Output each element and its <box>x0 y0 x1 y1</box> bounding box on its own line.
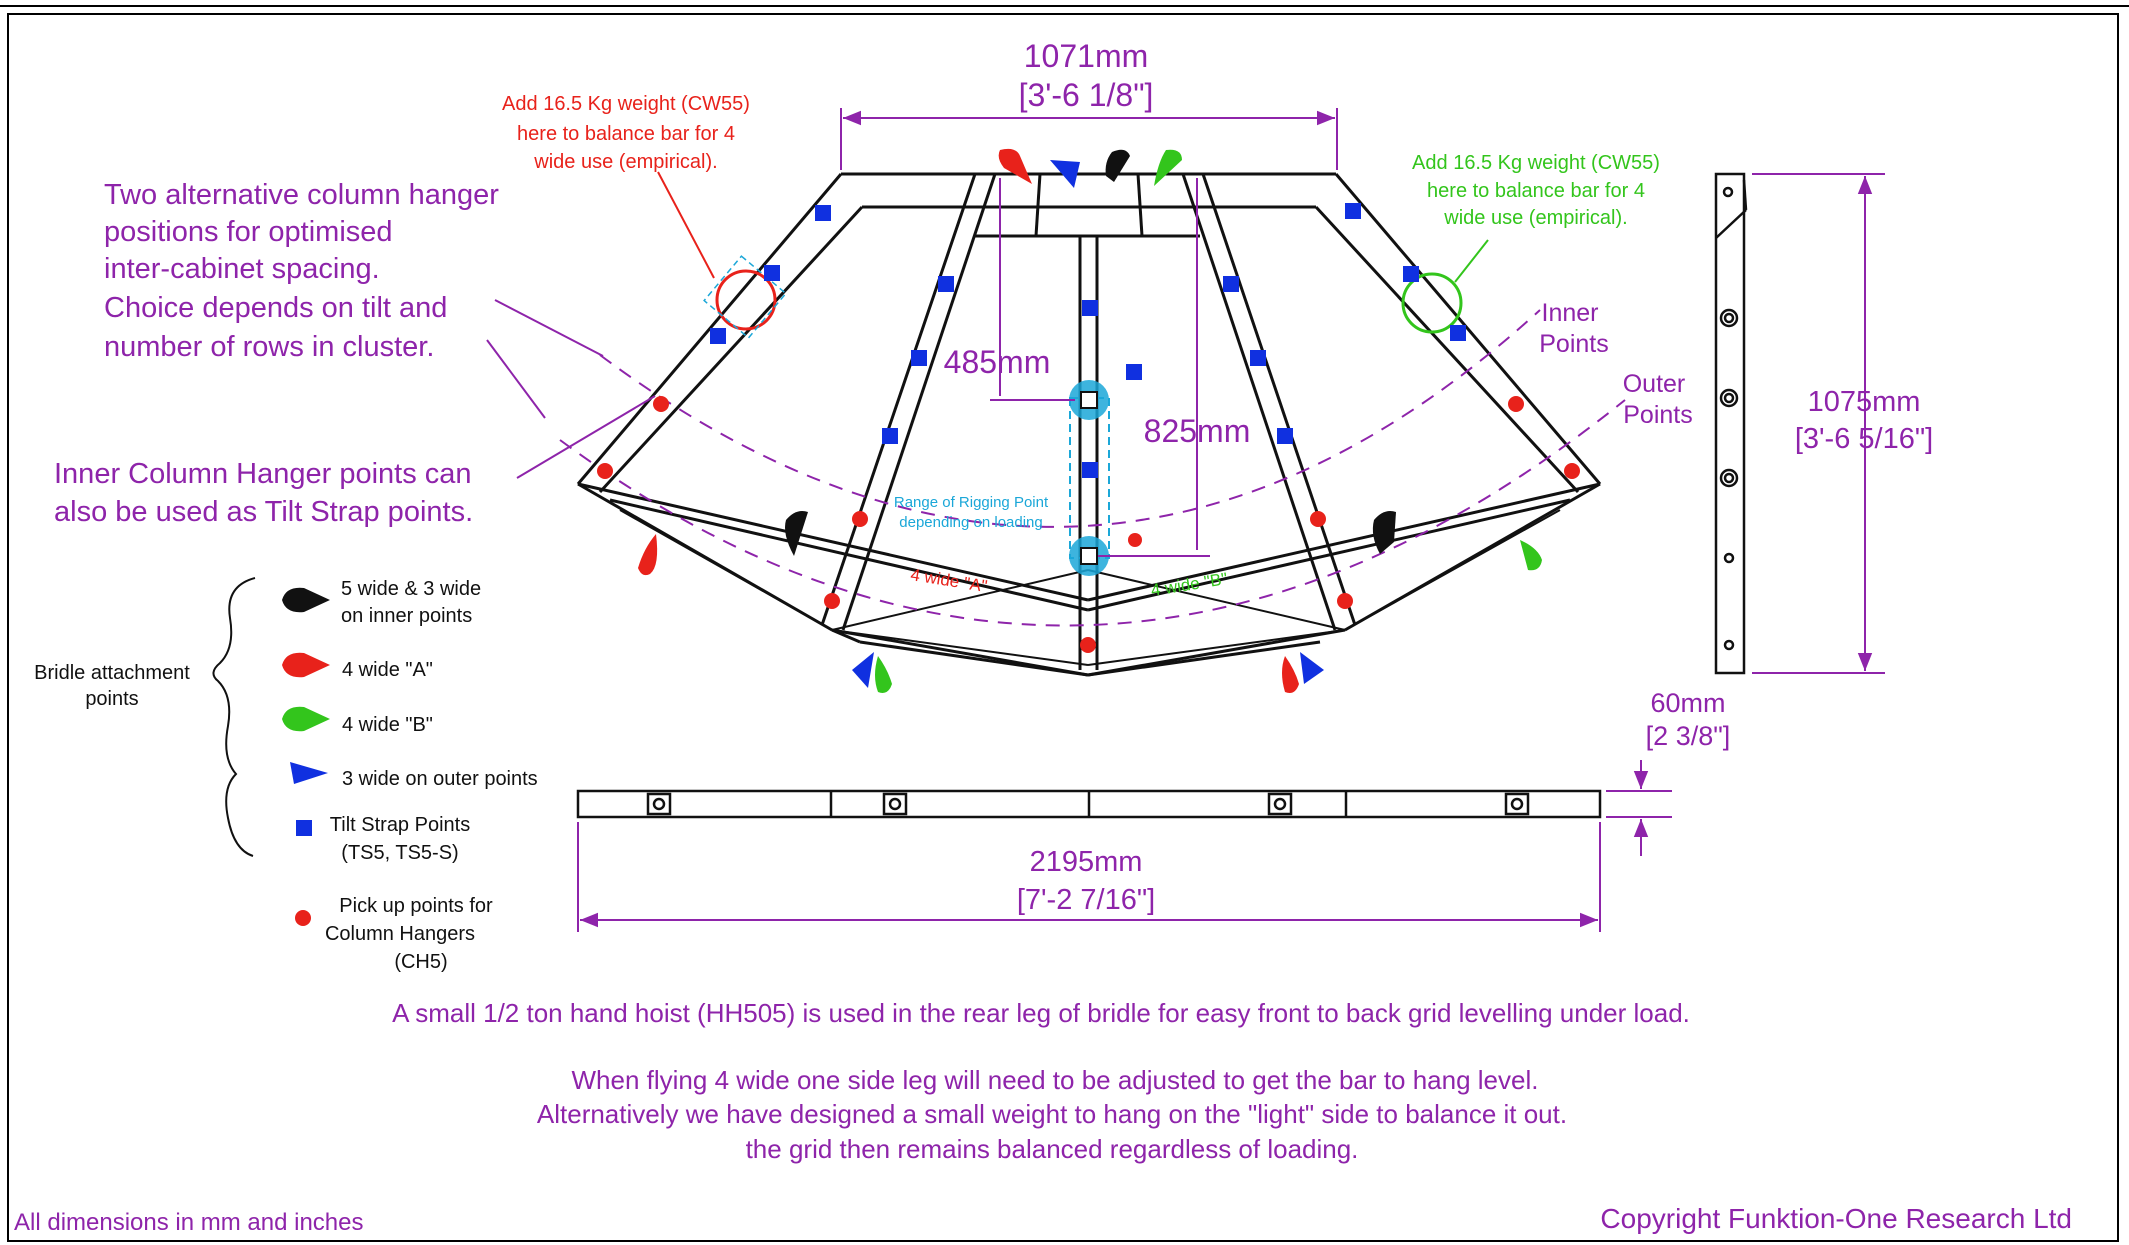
thickness-dim-label: 60mm <box>1650 688 1725 718</box>
leg-b-label: 4 wide "B" <box>1149 569 1228 600</box>
width-dim-label: 1071mm <box>1024 38 1149 74</box>
units-note: All dimensions in mm and inches <box>14 1209 364 1236</box>
alt-hanger-box <box>703 255 787 339</box>
outer-points-label-1: Outer <box>1623 370 1686 398</box>
inner-hanger-note-2: also be used as Tilt Strap points. <box>54 496 473 528</box>
width-dim-inches: [3'-6 1/8"] <box>1019 77 1154 113</box>
side-view-bar <box>1714 172 1748 675</box>
legend-green-marker-icon <box>282 706 330 732</box>
copyright-note: Copyright Funktion-One Research Ltd <box>1600 1203 2072 1234</box>
dimension-lines <box>577 108 1885 932</box>
legend-item-4: 3 wide on outer points <box>342 768 538 790</box>
rigging-range-note-1: Range of Rigging Point <box>894 494 1049 511</box>
red-weight-circle <box>715 269 777 331</box>
legend-tilt-strap-icon <box>296 820 312 836</box>
bottom-view-bar <box>576 789 1602 819</box>
pickup-points <box>597 396 1580 653</box>
flying-note-1: When flying 4 wide one side leg will nee… <box>572 1065 1539 1095</box>
legend-red-marker-icon <box>282 652 330 678</box>
legend-item-6-line-1: Pick up points for <box>339 895 493 917</box>
column-hanger-note-4: Choice depends on tilt and <box>104 292 447 324</box>
green-weight-note-3: wide use (empirical). <box>1443 207 1627 229</box>
green-weight-note-1: Add 16.5 Kg weight (CW55) <box>1412 152 1660 174</box>
legend-item-1-line-1: 5 wide & 3 wide <box>341 578 481 600</box>
drop-dim-label: 825mm <box>1144 413 1251 449</box>
bridle-markers <box>638 148 1542 693</box>
inner-points-label-1: Inner <box>1542 299 1599 327</box>
column-hanger-note-5: number of rows in cluster. <box>104 331 434 363</box>
legend-pickup-icon <box>295 910 311 926</box>
drawing-frame <box>7 13 2119 1242</box>
legend-group-label-1: Bridle attachment <box>34 662 190 684</box>
rigging-range-note-2: depending on loading <box>899 514 1042 531</box>
legend-black-marker-icon <box>282 587 330 613</box>
legend-item-5-line-1: Tilt Strap Points <box>330 814 470 836</box>
green-weight-note-2: here to balance bar for 4 <box>1427 180 1645 202</box>
grid-frame <box>576 172 1602 677</box>
red-weight-note-3: wide use (empirical). <box>533 151 717 173</box>
inner-hanger-note-1: Inner Column Hanger points can <box>54 458 472 490</box>
legend-icons <box>282 587 330 926</box>
leader-lines <box>486 171 1489 479</box>
thickness-dim-inches: [2 3/8"] <box>1646 721 1731 751</box>
legend-group-label-2: points <box>85 688 138 710</box>
green-weight-circle <box>1401 272 1463 334</box>
hoist-note: A small 1/2 ton hand hoist (HH505) is us… <box>392 998 1690 1028</box>
flying-note-3: the grid then remains balanced regardles… <box>746 1134 1359 1164</box>
rigging-range <box>1069 380 1110 576</box>
outer-points-label-2: Points <box>1623 401 1692 429</box>
legend-item-6-line-2: Column Hangers <box>325 923 475 945</box>
legend-item-2: 4 wide "A" <box>342 659 433 681</box>
inner-points-arc <box>599 309 1541 528</box>
inner-points-label-2: Points <box>1539 330 1608 358</box>
legend-blue-triangle-icon <box>290 762 328 784</box>
outer-points-arc <box>559 399 1626 627</box>
red-weight-note-2: here to balance bar for 4 <box>517 123 735 145</box>
legend-brace <box>212 577 256 857</box>
height-dim-inches: [3'-6 5/16"] <box>1795 423 1933 455</box>
column-hanger-note-2: positions for optimised <box>104 216 393 248</box>
length-dim-inches: [7'-2 7/16"] <box>1017 884 1155 916</box>
red-weight-note-1: Add 16.5 Kg weight (CW55) <box>502 93 750 115</box>
inner-dim-label: 485mm <box>944 344 1051 380</box>
flying-note-2: Alternatively we have designed a small w… <box>537 1099 1567 1129</box>
column-hanger-note-1: Two alternative column hanger <box>104 179 499 211</box>
height-dim-label: 1075mm <box>1808 386 1921 418</box>
legend-item-1-line-2: on inner points <box>341 605 472 627</box>
column-hanger-note-3: inter-cabinet spacing. <box>104 253 380 285</box>
legend-item-3: 4 wide "B" <box>342 714 433 736</box>
tilt-strap-points <box>710 203 1466 478</box>
legend-item-5-line-2: (TS5, TS5-S) <box>341 842 458 864</box>
legend-item-6-line-3: (CH5) <box>394 951 447 973</box>
length-dim-label: 2195mm <box>1030 846 1143 878</box>
